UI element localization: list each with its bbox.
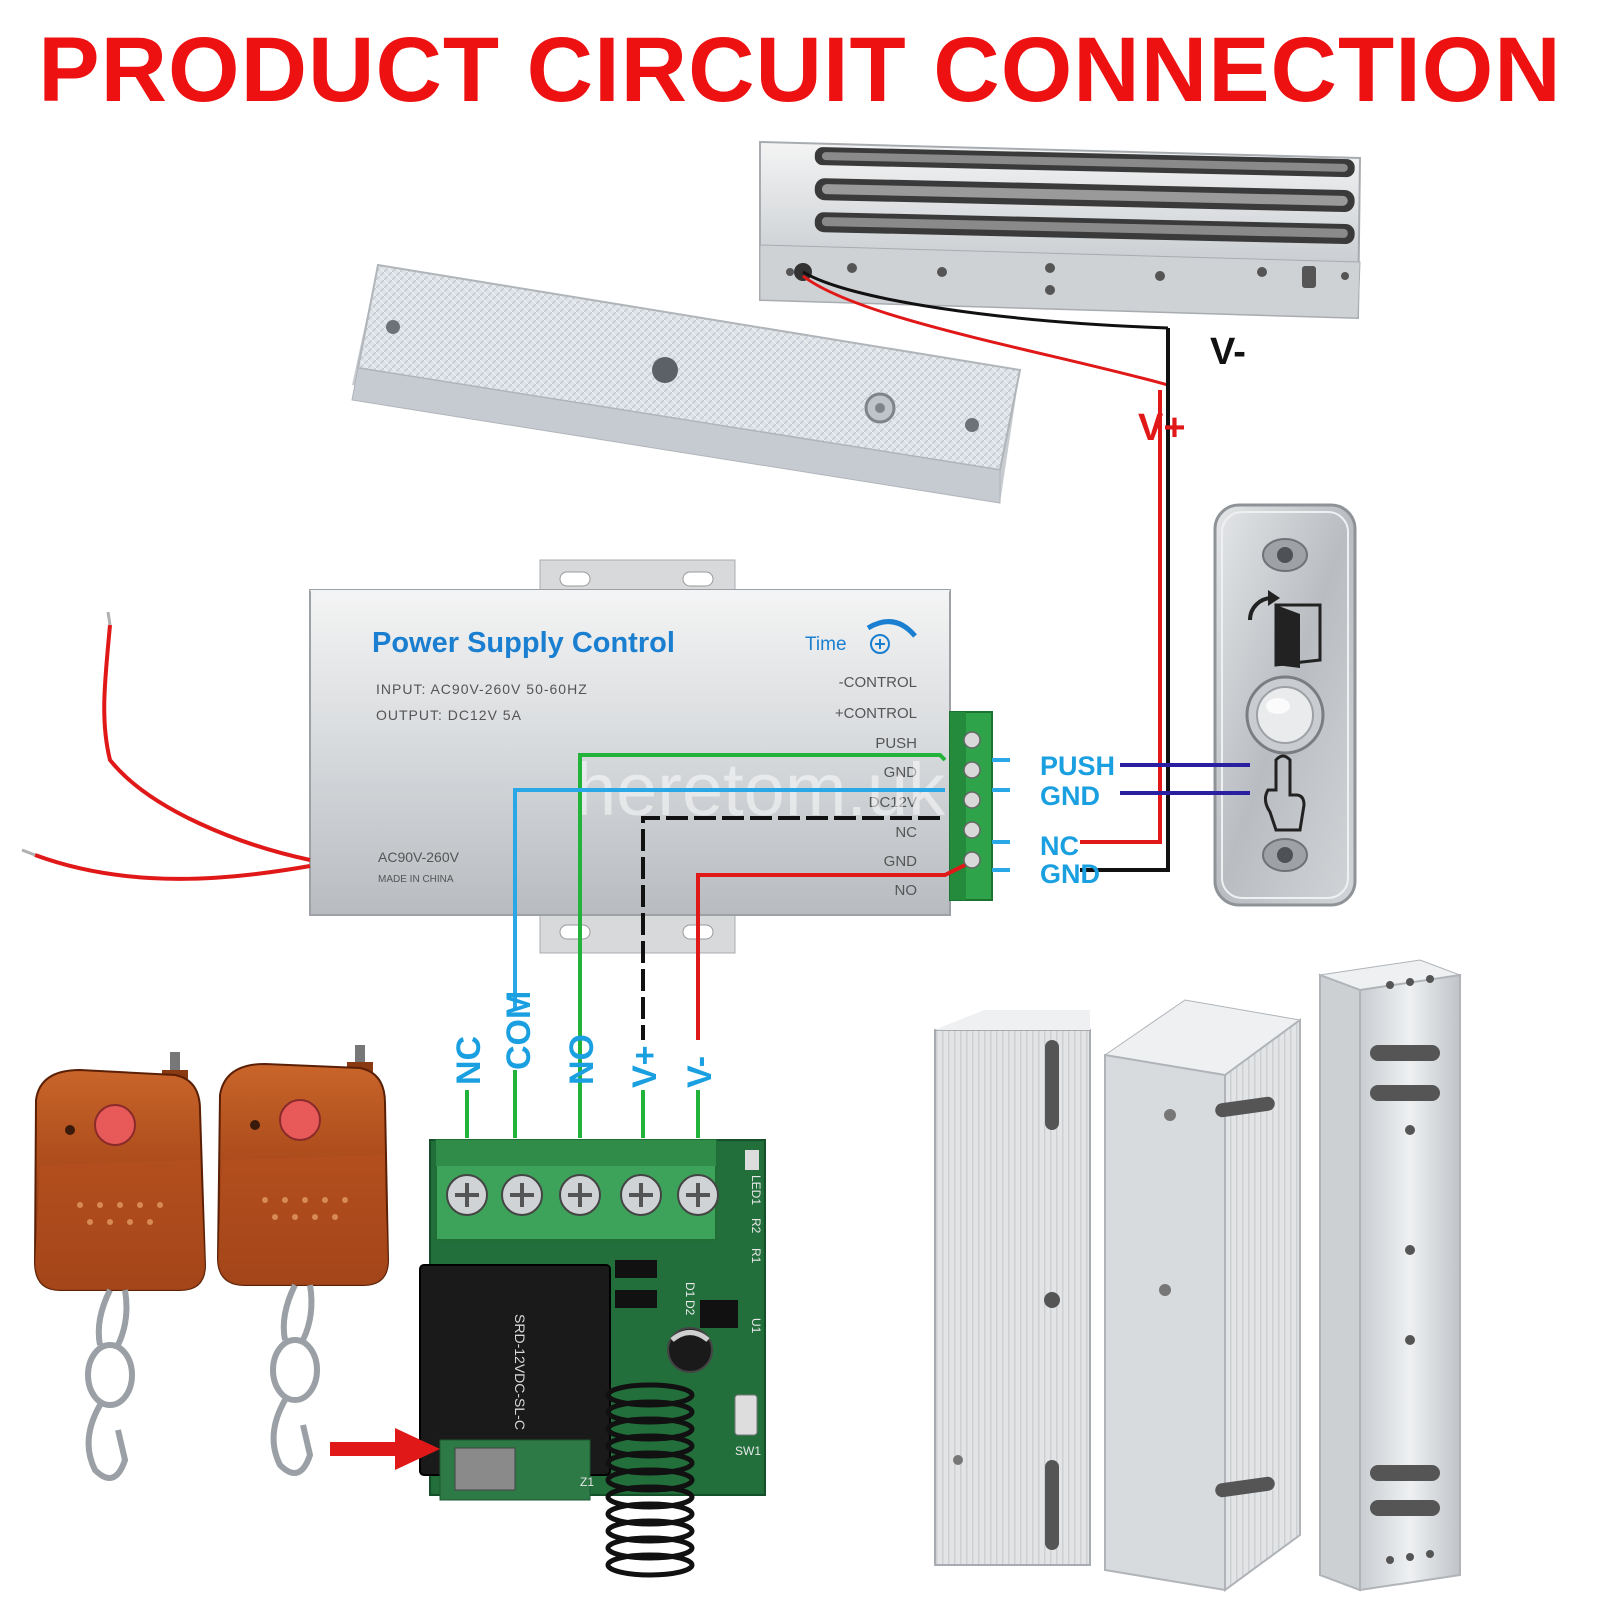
relay-label: SRD-12VDC-SL-C	[512, 1314, 528, 1430]
remote-fob-1	[33, 1052, 207, 1481]
receiver-terminal-vplus: V+	[626, 1045, 664, 1088]
silk-label: D2	[683, 1300, 697, 1316]
psu-title: Power Supply Control	[372, 627, 675, 659]
lock-v-minus-label: V-	[1210, 331, 1246, 373]
time-adjust-icon	[866, 619, 917, 654]
silk-label: R1	[749, 1248, 763, 1264]
psu-input-line: INPUT: AC90V-260V 50-60HZ	[376, 681, 588, 697]
remote-fob-2	[216, 1045, 390, 1476]
push-button	[1245, 675, 1325, 755]
psu-terminal-label: -CONTROL	[839, 674, 917, 691]
bracket-l	[1318, 959, 1462, 1592]
silk-label: SW1	[735, 1444, 761, 1458]
lock-terminal-nc: NC	[1040, 831, 1079, 861]
lock-v-plus-label: V+	[1138, 407, 1186, 449]
silk-label: D1	[683, 1282, 697, 1298]
page-title: PRODUCT CIRCUIT CONNECTION	[38, 19, 1562, 121]
button-terminal-push: PUSH	[1040, 751, 1115, 781]
psu-terminal-block	[949, 711, 993, 901]
silk-label: LED1	[749, 1175, 763, 1205]
finger-press-icon	[1263, 754, 1306, 832]
lock-terminal-gnd: GND	[1040, 859, 1100, 889]
psu-made-in: MADE IN CHINA	[378, 874, 454, 885]
wiring	[465, 328, 1250, 1138]
power-supply-box	[309, 559, 951, 954]
pointer-arrow-icon	[330, 1428, 440, 1470]
receiver-terminal-com: COM	[500, 991, 538, 1070]
psu-terminal-label: DC12V	[869, 794, 917, 811]
receiver-terminal-labels: NC COM NO V+ V-	[450, 991, 719, 1088]
armature-plate	[351, 263, 1022, 504]
magnetic-lock	[759, 140, 1362, 320]
psu-terminal-label: GND	[884, 764, 918, 781]
psu-ac-label: AC90V-260V	[378, 849, 460, 865]
psu-terminal-label: NO	[895, 882, 918, 899]
exit-button-panel	[1213, 503, 1357, 907]
bracket-zl	[934, 1010, 1091, 1566]
psu-terminal-label: +CONTROL	[835, 705, 917, 722]
psu-terminal-label: NC	[895, 824, 917, 841]
silk-label: U1	[749, 1318, 763, 1334]
door-open-icon	[1248, 590, 1322, 668]
bracket-u	[1103, 999, 1302, 1592]
psu-terminal-labels: -CONTROL +CONTROL PUSH GND DC12V NC GND …	[835, 674, 917, 899]
receiver-board: SRD-12VDC-SL-C LED1 R2 R1 D1 D2 U1 SW1 Z…	[419, 1139, 766, 1578]
silk-label: Z1	[580, 1475, 594, 1489]
psu-terminal-label: PUSH	[875, 735, 917, 752]
receiver-terminal-no: NO	[563, 1034, 601, 1085]
receiver-terminal-nc: NC	[450, 1036, 488, 1085]
silk-label: R2	[749, 1218, 763, 1234]
psu-output-line: OUTPUT: DC12V 5A	[376, 707, 522, 723]
receiver-terminal-vminus: V-	[681, 1056, 719, 1088]
psu-terminal-label: GND	[884, 853, 918, 870]
psu-time-label: Time	[805, 634, 847, 655]
button-terminal-gnd: GND	[1040, 781, 1100, 811]
